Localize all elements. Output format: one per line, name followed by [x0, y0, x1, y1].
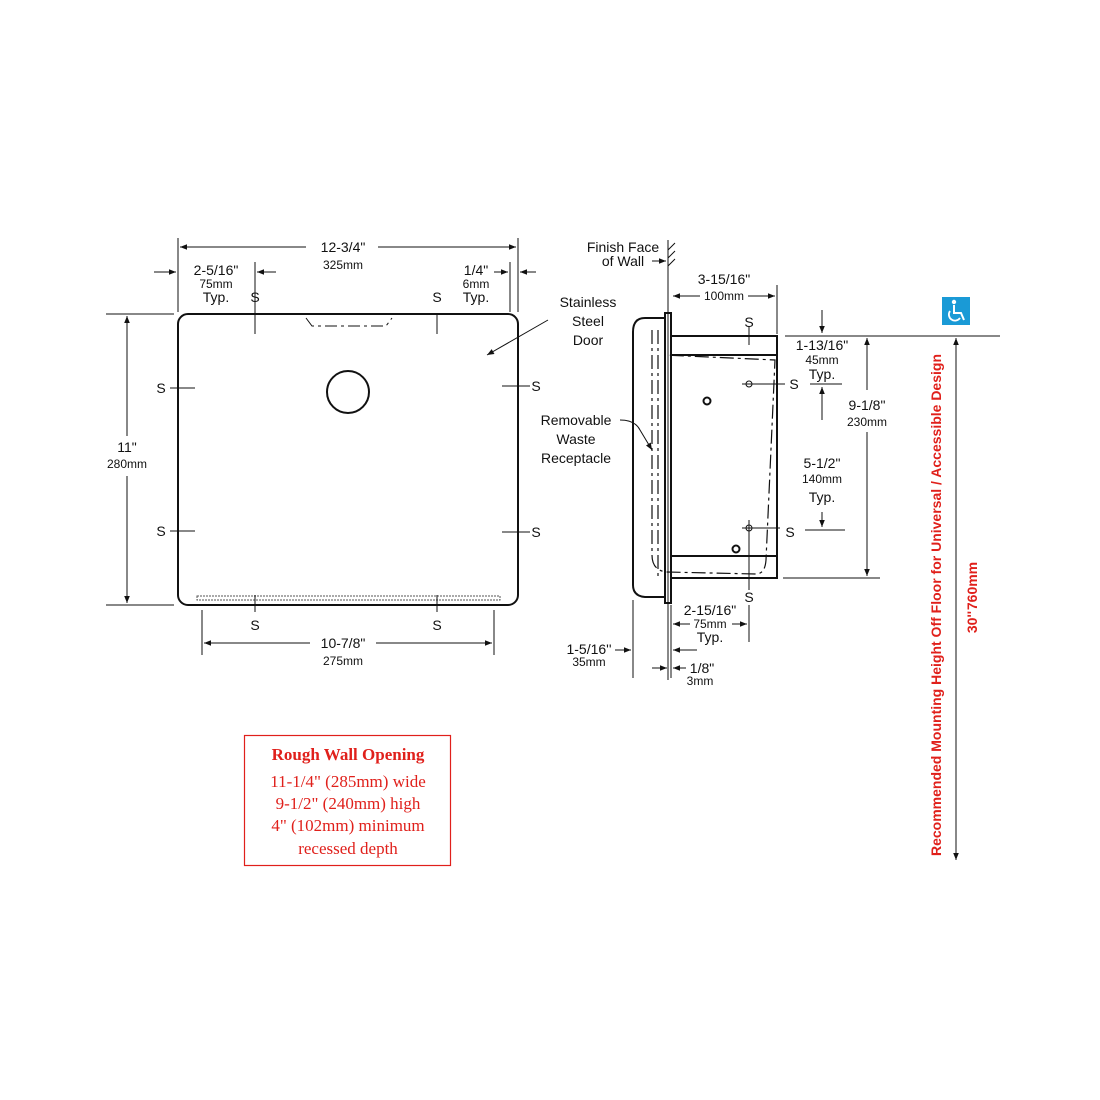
right-offset-in: 1/4" [464, 262, 488, 278]
mounting-label: Recommended Mounting Height Off Floor fo… [928, 354, 944, 856]
front-panel [177, 313, 519, 606]
mounting-height-mm: 760mm [964, 562, 980, 610]
screw-label: S [531, 378, 540, 394]
screw-label: S [744, 314, 753, 330]
receptacle-label: Removable [541, 412, 612, 428]
screw-label: S [250, 617, 259, 633]
top-offset-mm: 45mm [805, 353, 838, 367]
side-height-in: 9-1/8" [849, 397, 886, 413]
rough-opening-line: 4" (102mm) minimum [271, 816, 424, 835]
front-view: 12-3/4" 325mm 2-5/16" 75mm Typ. 1/4" 6mm… [106, 238, 616, 668]
rough-opening-line: recessed depth [298, 839, 398, 858]
depth-in: 3-15/16" [698, 271, 750, 287]
wheelchair-accessibility-icon [942, 297, 970, 325]
rough-opening-title: Rough Wall Opening [272, 745, 425, 764]
bottom-perforation [196, 595, 501, 601]
top-offset-in: 1-13/16" [796, 337, 848, 353]
side-view: Finish Face of Wall 3-15/16" 100mm 1-13/… [541, 239, 1000, 688]
screw-label: S [432, 289, 441, 305]
right-offset-mm: 6mm [463, 277, 490, 291]
door-label: Door [573, 332, 604, 348]
rough-opening-line: 11-1/4" (285mm) wide [270, 772, 426, 791]
screw-label: S [250, 289, 259, 305]
door-side [632, 317, 665, 598]
side-height-mm: 230mm [847, 415, 887, 429]
spacing-in: 5-1/2" [804, 455, 841, 471]
bottom-mm: 275mm [323, 654, 363, 668]
key-lock-icon [326, 370, 370, 414]
rough-opening-box: Rough Wall Opening 11-1/4" (285mm) wide … [243, 734, 452, 867]
top-offset-typ: Typ. [809, 366, 835, 382]
depth-mm: 100mm [704, 289, 744, 303]
left-offset-typ: Typ. [203, 289, 229, 305]
projection-in: 1-5/16'' [566, 641, 611, 657]
bottom-in: 10-7/8" [321, 635, 366, 651]
receptacle-label: Waste [556, 431, 595, 447]
door-label: Stainless [560, 294, 617, 310]
right-offset-typ: Typ. [463, 289, 489, 305]
projection-mm: 35mm [572, 655, 605, 669]
top-slot [305, 317, 393, 327]
screw-label: S [531, 524, 540, 540]
hole-icon [702, 396, 712, 406]
screw-label: S [789, 376, 798, 392]
screw-label: S [156, 523, 165, 539]
cabinet-box [670, 335, 778, 579]
screw-label: S [156, 380, 165, 396]
finish-face-label: of Wall [602, 253, 644, 269]
door-label: Steel [572, 313, 604, 329]
rough-opening-line: 9-1/2" (240mm) high [276, 794, 421, 813]
receptacle-label: Receptacle [541, 450, 611, 466]
receptacle-outline [651, 330, 776, 575]
spacing-typ: Typ. [809, 489, 835, 505]
width-in: 12-3/4" [321, 239, 366, 255]
screw-depth-mm: 75mm [693, 617, 726, 631]
left-offset-mm: 75mm [199, 277, 232, 291]
screw-labels: S S S S S S S S [156, 289, 540, 633]
screw-label: S [432, 617, 441, 633]
flange-mm: 3mm [687, 674, 714, 688]
left-offset-in: 2-5/16" [194, 262, 239, 278]
screw-depth-in: 2-15/16" [684, 602, 736, 618]
mounting-height: Recommended Mounting Height Off Floor fo… [928, 297, 980, 860]
flange-in: 1/8" [690, 660, 714, 676]
finish-face-label: Finish Face [587, 239, 660, 255]
height-mm: 280mm [107, 457, 147, 471]
spacing-mm: 140mm [802, 472, 842, 486]
screw-depth-typ: Typ. [697, 629, 723, 645]
mounting-height-in: 30'' [964, 611, 980, 633]
screw-label: S [785, 524, 794, 540]
hole-icon [731, 544, 741, 554]
width-mm: 325mm [323, 258, 363, 272]
screw-label: S [744, 589, 753, 605]
height-in: 11" [117, 439, 137, 455]
